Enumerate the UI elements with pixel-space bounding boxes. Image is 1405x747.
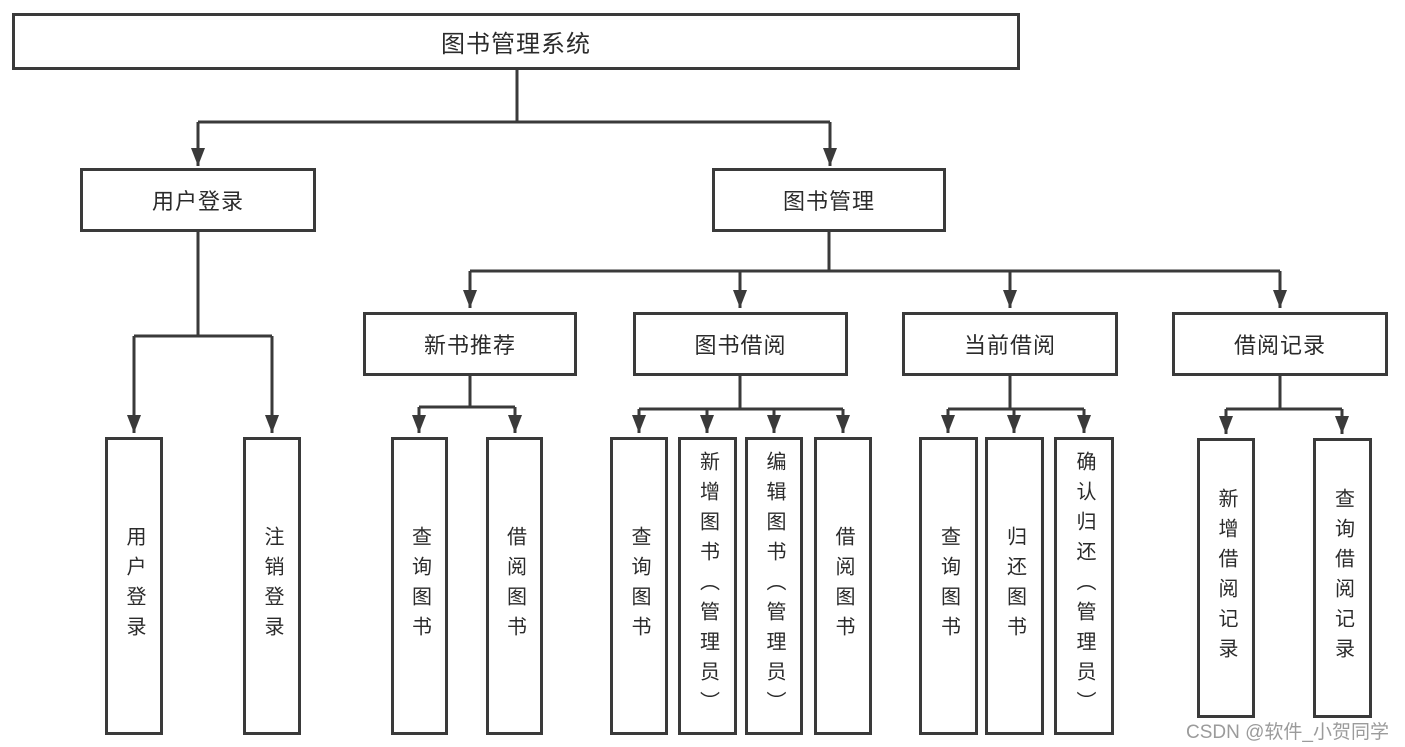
leaf-query-books-current-label: 查询图书 xyxy=(937,526,960,646)
node-user-login: 用户登录 xyxy=(80,168,316,232)
leaf-add-books-admin-label: 新增图书（管理员） xyxy=(696,451,719,721)
node-new-book-recommendation-label: 新书推荐 xyxy=(423,333,516,358)
leaf-return-books: 归还图书 xyxy=(985,437,1044,735)
leaf-add-borrow-record-label: 新增借阅记录 xyxy=(1215,488,1237,668)
leaf-query-books-recommend: 查询图书 xyxy=(391,437,448,735)
leaf-logout-label: 注销登录 xyxy=(261,526,283,646)
leaf-query-borrow-record: 查询借阅记录 xyxy=(1313,438,1372,718)
leaf-confirm-return-admin-label: 确认归还（管理员） xyxy=(1073,451,1095,721)
leaf-add-books-admin: 新增图书（管理员） xyxy=(678,437,737,735)
node-current-borrowing-label: 当前借阅 xyxy=(963,333,1056,358)
watermark: CSDN @软件_小贺同学 xyxy=(1186,722,1389,743)
leaf-user-login: 用户登录 xyxy=(105,437,163,735)
node-user-login-label: 用户登录 xyxy=(151,189,244,214)
leaf-return-books-label: 归还图书 xyxy=(1003,526,1026,646)
node-borrowing-records: 借阅记录 xyxy=(1172,312,1388,376)
leaf-query-books-current: 查询图书 xyxy=(919,437,978,735)
node-current-borrowing: 当前借阅 xyxy=(902,312,1118,376)
leaf-query-books-borrowing-label: 查询图书 xyxy=(628,526,650,646)
node-book-borrowing: 图书借阅 xyxy=(633,312,848,376)
node-book-management-label: 图书管理 xyxy=(782,189,875,214)
node-book-borrowing-label: 图书借阅 xyxy=(694,333,787,358)
leaf-edit-books-admin: 编辑图书（管理员） xyxy=(745,437,803,735)
node-root-system: 图书管理系统 xyxy=(12,13,1020,70)
leaf-borrow-books-recommend-label: 借阅图书 xyxy=(503,526,526,646)
leaf-borrow-books-recommend: 借阅图书 xyxy=(486,437,543,735)
leaf-confirm-return-admin: 确认归还（管理员） xyxy=(1054,437,1114,735)
leaf-borrow-books: 借阅图书 xyxy=(814,437,872,735)
leaf-query-books-recommend-label: 查询图书 xyxy=(408,526,431,646)
leaf-edit-books-admin-label: 编辑图书（管理员） xyxy=(763,451,785,721)
node-root-system-label: 图书管理系统 xyxy=(441,31,591,58)
node-book-management: 图书管理 xyxy=(712,168,946,232)
leaf-logout: 注销登录 xyxy=(243,437,301,735)
node-new-book-recommendation: 新书推荐 xyxy=(363,312,577,376)
leaf-add-borrow-record: 新增借阅记录 xyxy=(1197,438,1255,718)
leaf-query-books-borrowing: 查询图书 xyxy=(610,437,668,735)
leaf-borrow-books-label: 借阅图书 xyxy=(832,526,854,646)
node-borrowing-records-label: 借阅记录 xyxy=(1233,333,1326,358)
leaf-query-borrow-record-label: 查询借阅记录 xyxy=(1331,488,1354,668)
leaf-user-login-label: 用户登录 xyxy=(123,526,145,646)
